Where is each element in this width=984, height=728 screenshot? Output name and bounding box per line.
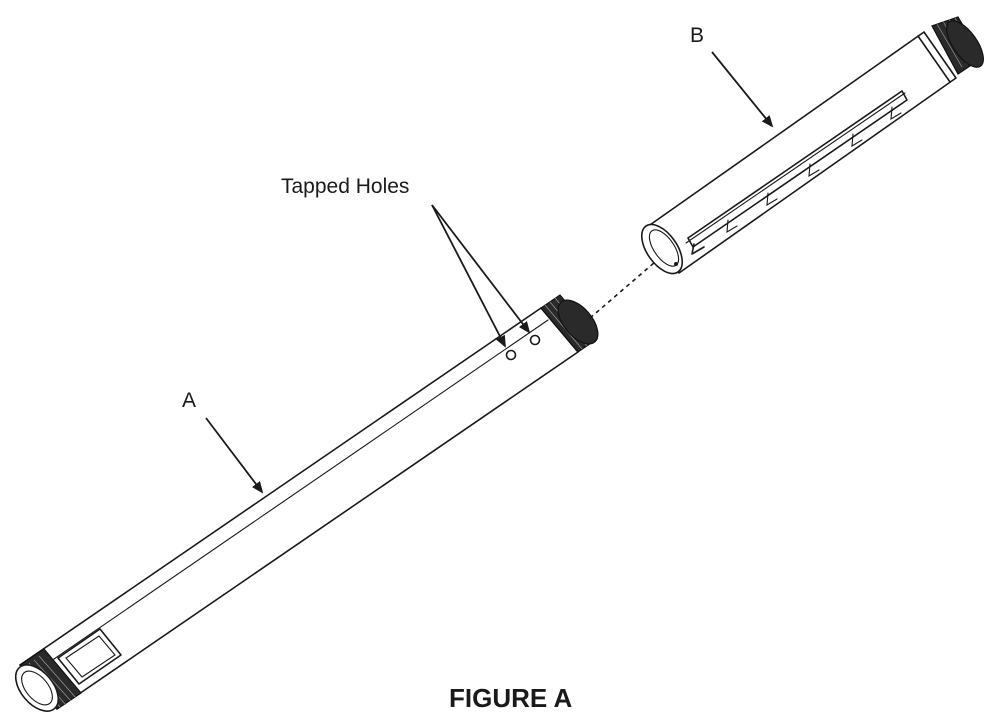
arrow-tapped-hole-2 bbox=[431, 204, 531, 334]
figure-caption: FIGURE A bbox=[449, 683, 572, 713]
pipe-b-bottom-opening bbox=[640, 223, 684, 275]
pipe-a-top-thread bbox=[540, 294, 599, 353]
label-tapped-holes: Tapped Holes bbox=[281, 175, 409, 198]
arrow-a bbox=[205, 417, 264, 494]
pipe-b-collar-line bbox=[917, 35, 951, 83]
pipe-b-top-thread bbox=[931, 16, 984, 75]
pipe-a-highlight bbox=[37, 319, 549, 671]
pipe-b-body bbox=[646, 31, 957, 274]
pipe-b bbox=[640, 16, 984, 275]
alignment-dashed-line bbox=[589, 255, 663, 319]
arrow-b bbox=[711, 51, 774, 128]
pipe-a-bottom-opening bbox=[14, 664, 60, 712]
pipe-b-adjustment-slot bbox=[685, 90, 908, 255]
callout-tapped-holes: Tapped Holes bbox=[281, 175, 531, 348]
tapped-hole-2 bbox=[529, 334, 541, 346]
pipe-a-window bbox=[57, 628, 122, 685]
label-b: B bbox=[690, 24, 704, 47]
arrow-tapped-hole-1 bbox=[431, 204, 506, 348]
tapped-hole-1 bbox=[505, 349, 517, 361]
callout-b: B bbox=[690, 24, 774, 128]
pipe-a-body bbox=[19, 307, 579, 710]
callout-a: A bbox=[182, 389, 264, 494]
label-a: A bbox=[182, 389, 196, 412]
pipe-a-bottom-thread bbox=[14, 648, 82, 712]
pipe-a bbox=[14, 294, 599, 712]
